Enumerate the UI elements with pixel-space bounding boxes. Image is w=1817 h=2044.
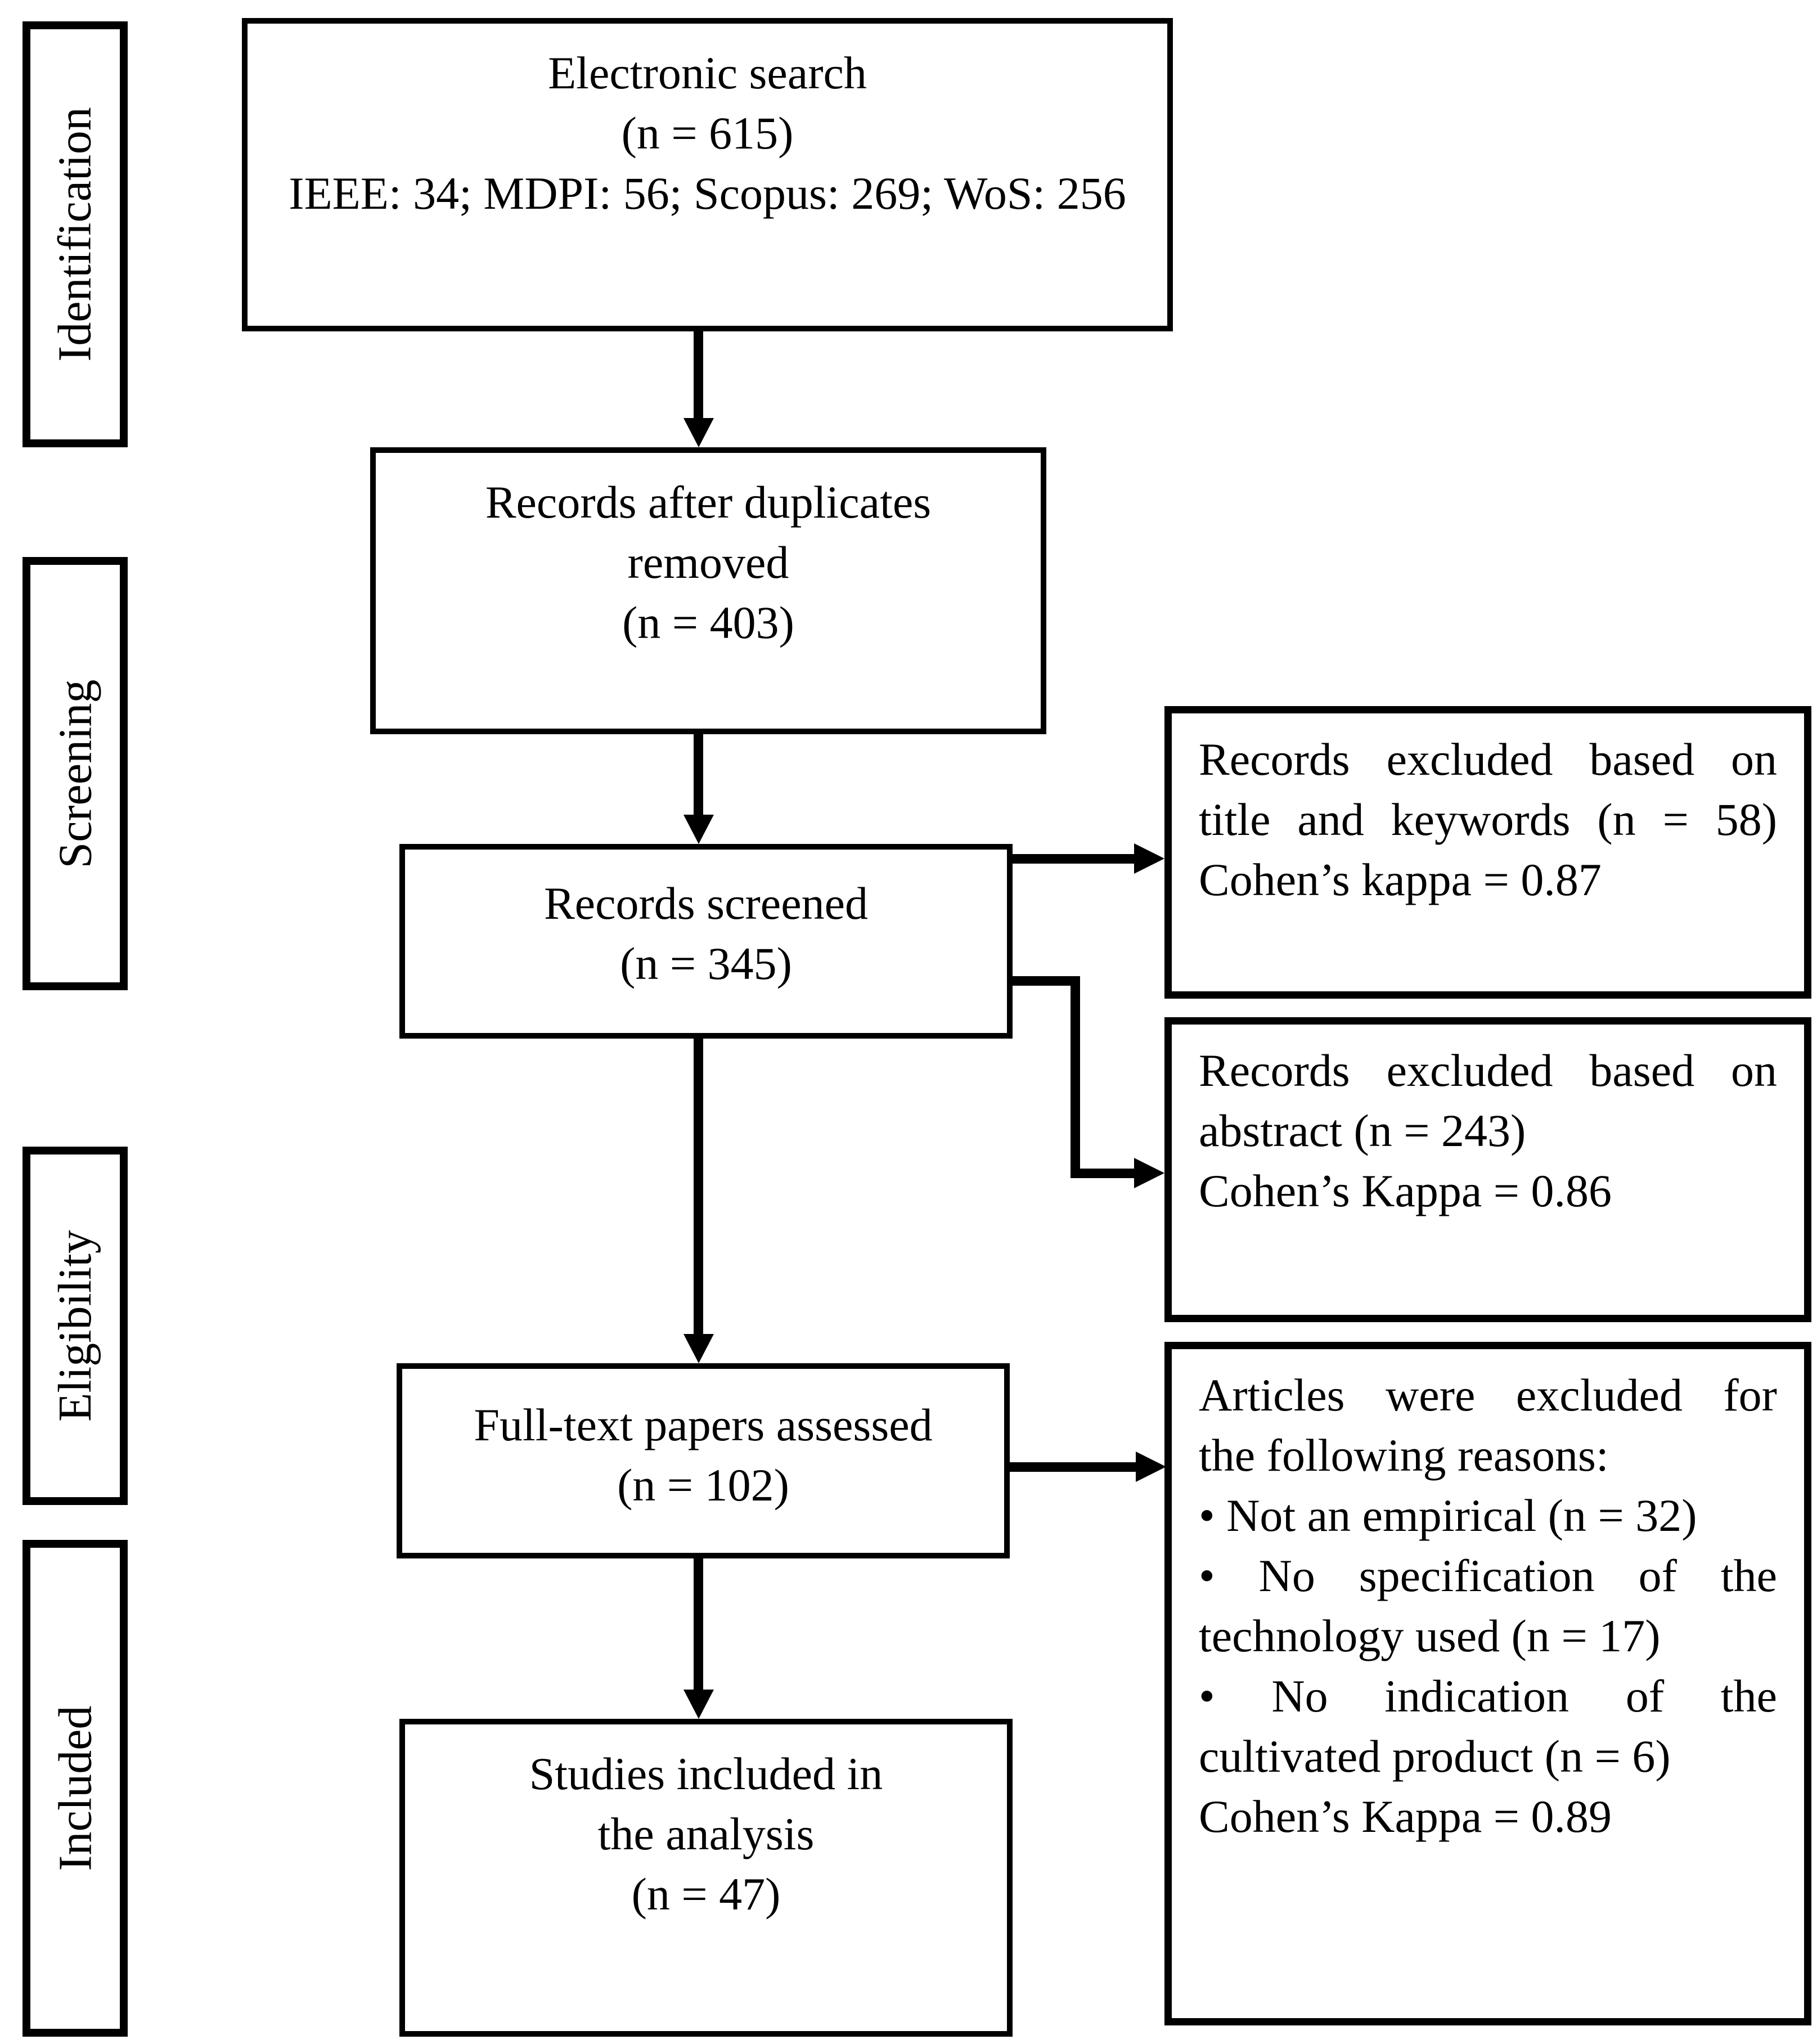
flow-box-studies-included-text: Studies included in the analysis (n = 47) — [405, 1724, 1007, 1924]
text-line: the analysis — [597, 1808, 815, 1859]
flow-box-electronic-search-text: Electronic search (n = 615) IEEE: 34; MDPI… — [248, 24, 1167, 223]
text-line: cultivated product (n = 6) — [1199, 1731, 1671, 1782]
stage-box-included: Included — [23, 1540, 128, 2037]
exclusion-box-title-keywords-text: Records excluded based on title and keywo… — [1172, 713, 1804, 910]
stage-box-eligibility: Eligibility — [23, 1147, 128, 1505]
text-line: Records excluded based on — [1199, 734, 1777, 785]
stage-box-screening: Screening — [23, 557, 128, 990]
text-line: Electronic search — [548, 47, 867, 98]
text-line: (n = 47) — [631, 1868, 781, 1920]
text-line: abstract (n = 243) — [1199, 1105, 1526, 1156]
stage-label-identification: Identification — [49, 107, 102, 362]
text-line: Records after duplicates — [485, 477, 932, 528]
flow-box-studies-included: Studies included in the analysis (n = 47) — [399, 1719, 1013, 2037]
flow-box-duplicates-removed-text: Records after duplicates removed (n = 403) — [376, 453, 1041, 653]
text-line: Cohen’s Kappa = 0.86 — [1199, 1165, 1612, 1216]
flow-box-records-screened: Records screened (n = 345) — [399, 844, 1013, 1039]
text-line: (n = 615) — [621, 107, 794, 159]
text-line: Cohen’s Kappa = 0.89 — [1199, 1791, 1612, 1842]
text-line: Full-text papers assessed — [474, 1399, 933, 1450]
text-line: technology used (n = 17) — [1199, 1610, 1661, 1661]
text-line: the following reasons: — [1199, 1430, 1609, 1481]
exclusion-box-abstract: Records excluded based on abstract (n = 2… — [1164, 1017, 1811, 1322]
text-line: • No specification of the — [1199, 1550, 1777, 1601]
stage-label-eligibility: Eligibility — [49, 1230, 101, 1422]
text-line: title and keywords (n = 58) — [1199, 794, 1777, 845]
exclusion-box-fulltext-reasons-text: Articles were excluded for the following … — [1172, 1349, 1804, 1847]
text-line: (n = 102) — [617, 1459, 789, 1511]
exclusion-box-fulltext-reasons: Articles were excluded for the following … — [1164, 1342, 1811, 2025]
flow-box-electronic-search: Electronic search (n = 615) IEEE: 34; MDPI… — [242, 18, 1173, 331]
text-line: Records excluded based on — [1199, 1045, 1777, 1096]
stage-label-screening: Screening — [49, 679, 102, 868]
text-line: removed — [627, 537, 789, 588]
flow-box-fulltext-assessed: Full-text papers assessed (n = 102) — [397, 1363, 1010, 1558]
exclusion-box-title-keywords: Records excluded based on title and keywo… — [1164, 706, 1811, 999]
text-line: IEEE: 34; MDPI: 56; Scopus: 269; WoS: 25… — [289, 168, 1126, 219]
exclusion-box-abstract-text: Records excluded based on abstract (n = 2… — [1172, 1025, 1804, 1221]
stage-box-identification: Identification — [23, 21, 128, 447]
text-line: • No indication of the — [1199, 1670, 1777, 1722]
text-line: Cohen’s kappa = 0.87 — [1199, 854, 1602, 905]
text-line: • Not an empirical (n = 32) — [1199, 1490, 1697, 1541]
flow-box-records-screened-text: Records screened (n = 345) — [405, 850, 1007, 994]
text-line: (n = 403) — [622, 597, 794, 648]
flow-box-fulltext-assessed-text: Full-text papers assessed (n = 102) — [402, 1369, 1004, 1515]
text-line: (n = 345) — [620, 938, 792, 989]
text-line: Articles were excluded for — [1199, 1369, 1777, 1421]
stage-label-included: Included — [49, 1705, 102, 1871]
text-line: Studies included in — [529, 1748, 883, 1799]
flow-box-duplicates-removed: Records after duplicates removed (n = 403) — [370, 447, 1046, 734]
text-line: Records screened — [543, 878, 868, 929]
